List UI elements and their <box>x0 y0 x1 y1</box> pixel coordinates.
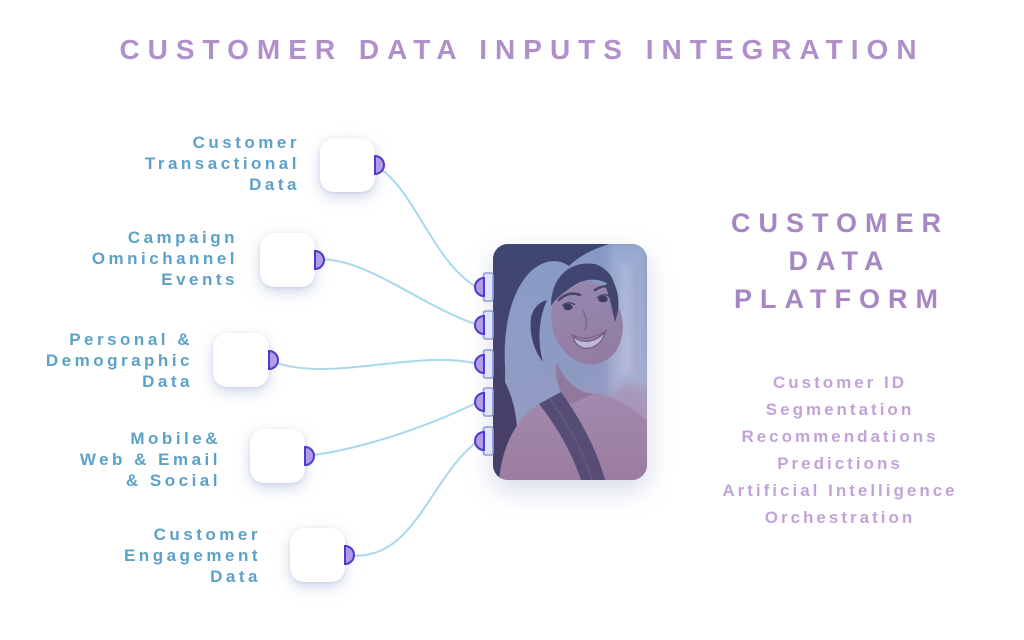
page-title: CUSTOMER DATA INPUTS INTEGRATION <box>119 34 925 65</box>
source-label-customer-engagement-data: Customer Engagement Data <box>123 525 261 586</box>
platform-feature: Artificial Intelligence <box>722 481 958 500</box>
platform-feature: Recommendations <box>741 427 939 446</box>
input-port-icon <box>474 426 494 456</box>
woman-smiling-illustration <box>493 244 647 480</box>
source-card-mobile-web-email-social <box>250 429 305 483</box>
platform-feature: Customer ID <box>772 373 908 392</box>
source-card-customer-engagement-data <box>290 528 345 582</box>
wire-transactional-to-platform <box>374 164 479 289</box>
platform-feature: Segmentation <box>765 400 915 419</box>
platform-feature-list: Customer ID Segmentation Recommendations… <box>640 369 1024 531</box>
wire-mobile-to-platform <box>304 401 479 457</box>
plug-connector-icon <box>314 249 325 271</box>
wire-engagement-to-platform <box>344 440 479 557</box>
input-port-icon <box>474 310 494 340</box>
plug-connector-icon <box>304 445 315 467</box>
source-card-personal-demographic-data <box>213 333 269 387</box>
platform-input-ports <box>474 272 494 456</box>
input-port-icon <box>474 272 494 302</box>
plug-connector-icon <box>268 349 279 371</box>
input-port-icon <box>474 349 494 379</box>
plug-connector-icon <box>374 154 385 176</box>
wire-campaign-to-platform <box>314 258 479 326</box>
plug-connector-icon <box>344 544 355 566</box>
source-output-connectors <box>268 154 385 566</box>
customer-photo <box>493 244 647 480</box>
source-label-mobile-web-email-social: Mobile& Web & Email & Social <box>79 429 221 490</box>
source-card-campaign-omnichannel-events <box>260 233 315 287</box>
wire-demographic-to-platform <box>268 358 479 370</box>
platform-feature: Orchestration <box>764 508 916 527</box>
input-port-icon <box>474 387 494 417</box>
platform-feature: Predictions <box>777 454 903 473</box>
source-label-personal-demographic-data: Personal & Demographic Data <box>45 330 193 391</box>
source-label-customer-transactional-data: Customer Transactional Data <box>144 133 300 194</box>
platform-title: CUSTOMER DATA PLATFORM <box>730 208 949 314</box>
source-card-customer-transactional-data <box>320 138 375 192</box>
source-label-campaign-omnichannel-events: Campaign Omnichannel Events <box>91 228 238 289</box>
